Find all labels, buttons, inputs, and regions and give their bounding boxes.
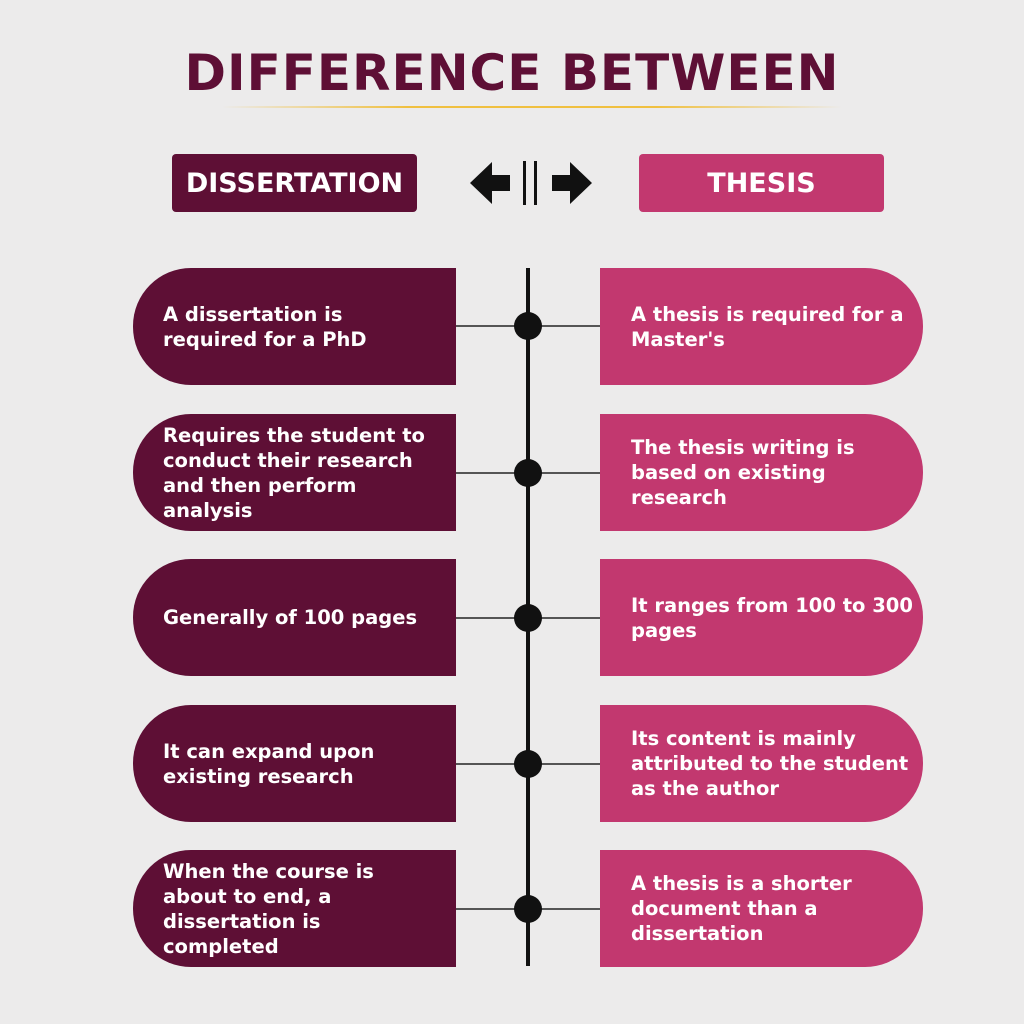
timeline-node-4 — [514, 750, 542, 778]
left-right-arrows-icon — [470, 161, 592, 205]
dissertation-point-3: Generally of 100 pages — [163, 606, 418, 629]
dissertation-point-4: It can expand upon existing research — [163, 739, 375, 788]
dissertation-card-2: Requires the student to conduct their re… — [133, 414, 456, 531]
dissertation-point-5: When the course is about to end, a disse… — [163, 859, 374, 958]
thesis-card-1: A thesis is required for a Master's — [600, 268, 923, 385]
dissertation-header: DISSERTATION — [172, 154, 417, 212]
title-underline — [222, 106, 842, 108]
dissertation-card-4: It can expand upon existing research — [133, 705, 456, 822]
thesis-point-3: It ranges from 100 to 300 pages — [631, 593, 913, 642]
dissertation-point-1: A dissertation is required for a PhD — [163, 302, 367, 351]
thesis-card-3: It ranges from 100 to 300 pages — [600, 559, 923, 676]
page-title: DIFFERENCE BETWEEN — [184, 44, 840, 102]
dissertation-card-5: When the course is about to end, a disse… — [133, 850, 456, 967]
timeline-node-3 — [514, 604, 542, 632]
dissertation-point-2: Requires the student to conduct their re… — [163, 423, 425, 522]
timeline-node-1 — [514, 312, 542, 340]
thesis-header: THESIS — [639, 154, 884, 212]
thesis-card-2: The thesis writing is based on existing … — [600, 414, 923, 531]
thesis-card-5: A thesis is a shorter document than a di… — [600, 850, 923, 967]
dissertation-card-1: A dissertation is required for a PhD — [133, 268, 456, 385]
timeline-node-5 — [514, 895, 542, 923]
thesis-point-5: A thesis is a shorter document than a di… — [631, 872, 852, 945]
thesis-point-1: A thesis is required for a Master's — [631, 302, 904, 351]
dissertation-card-3: Generally of 100 pages — [133, 559, 456, 676]
thesis-point-4: Its content is mainly attributed to the … — [631, 727, 909, 800]
thesis-card-4: Its content is mainly attributed to the … — [600, 705, 923, 822]
timeline-node-2 — [514, 459, 542, 487]
thesis-point-2: The thesis writing is based on existing … — [631, 436, 855, 509]
